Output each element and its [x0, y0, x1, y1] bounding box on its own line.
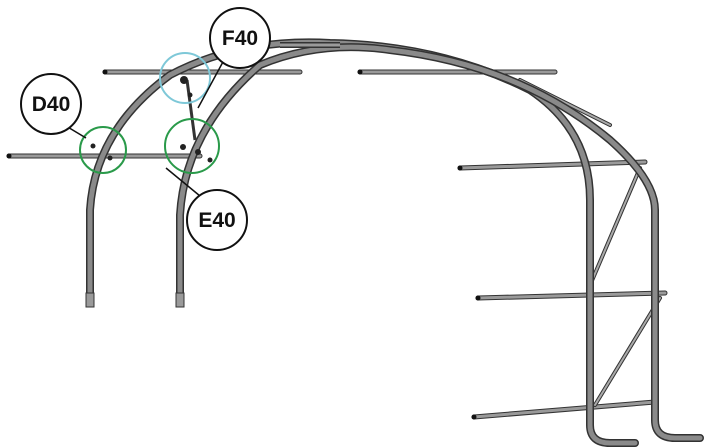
highlight-circle-e40 [164, 118, 220, 174]
callout-f40: F40 [209, 7, 271, 69]
highlight-circle-d40 [79, 126, 127, 174]
callout-e40: E40 [186, 189, 248, 251]
purlin-mid-right [457, 159, 648, 171]
leader-lines [65, 59, 225, 197]
callout-d40: D40 [20, 73, 82, 135]
fittings [90, 76, 213, 163]
arch-feet [85, 292, 185, 308]
callout-f40-text: F40 [222, 27, 258, 50]
callout-e40-text: E40 [198, 209, 235, 232]
callout-d40-text: D40 [32, 93, 71, 116]
purlin-low-right [475, 290, 668, 301]
rear-arch [176, 43, 704, 442]
purlin-upper-left [102, 69, 303, 75]
purlin-upper-right [357, 69, 558, 75]
vertical-link [185, 79, 197, 141]
purlin-bottom-right [471, 399, 658, 420]
highlight-circle-f40 [159, 52, 211, 104]
